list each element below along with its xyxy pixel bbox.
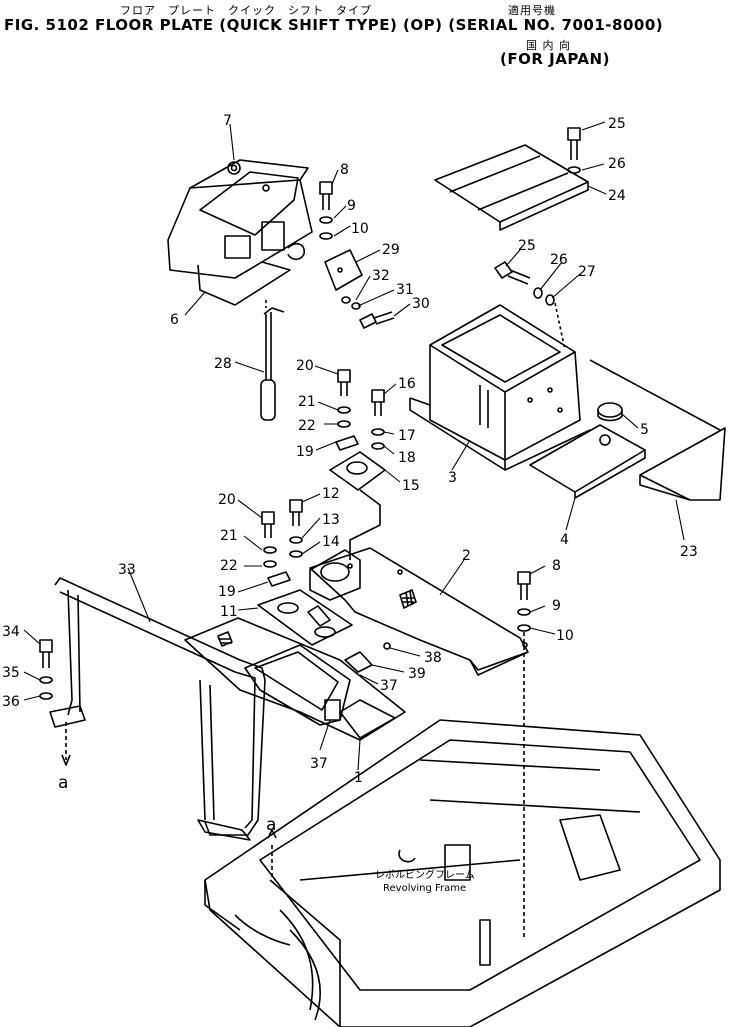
guard-rail (49, 577, 266, 841)
callout-11: 11 (220, 604, 238, 620)
revolving-frame (204, 719, 721, 1027)
callout-10-right: 10 (556, 628, 574, 644)
cover-plate-29 (324, 249, 363, 291)
callout-14: 14 (322, 534, 340, 550)
callout-9-right: 9 (552, 598, 561, 614)
callout-3: 3 (448, 470, 457, 486)
callout-12: 12 (322, 486, 340, 502)
callout-8-right: 8 (552, 558, 561, 574)
callout-21-bottom: 21 (220, 528, 238, 544)
callout-27: 27 (578, 264, 596, 280)
callout-5: 5 (640, 422, 649, 438)
callout-23: 23 (680, 544, 698, 560)
boot-housing (309, 549, 361, 601)
floor-plate-2 (309, 547, 529, 676)
callout-1: 1 (354, 770, 363, 786)
callout-26-top: 26 (608, 156, 626, 172)
callout-37-right: 37 (380, 678, 398, 694)
callout-34: 34 (2, 624, 20, 640)
bellows-15 (329, 451, 386, 491)
bracket-4 (529, 424, 646, 499)
callout-22-top: 22 (298, 418, 316, 434)
serial-japanese: 適用号機 (508, 4, 556, 17)
callout-33: 33 (118, 562, 136, 578)
floor-plate-1 (184, 617, 406, 741)
callout-labels: 7 8 9 10 29 32 31 30 6 28 25 26 24 25 26… (2, 113, 698, 835)
fasteners (39, 127, 581, 940)
frame-label-jp: レボルビングフレーム (375, 868, 475, 881)
callout-25-top: 25 (608, 116, 626, 132)
callout-17: 17 (398, 428, 416, 444)
frame-label-en: Revolving Frame (383, 883, 466, 894)
region-japanese: 国 内 向 (526, 39, 571, 52)
console-box (167, 159, 313, 306)
leader-lines (23, 121, 685, 771)
side-plate-23 (639, 427, 726, 501)
title-japanese: フロア プレート クイック シフト タイプ (120, 4, 372, 17)
callout-4: 4 (560, 532, 569, 548)
plate-11 (257, 589, 353, 646)
figure-title: FIG. 5102 FLOOR PLATE (QUICK SHIFT TYPE)… (4, 16, 664, 34)
callout-7: 7 (223, 113, 232, 129)
callout-16: 16 (398, 376, 416, 392)
callout-15: 15 (402, 478, 420, 494)
box-3 (409, 304, 721, 471)
callout-31: 31 (396, 282, 414, 298)
callout-19-bottom: 19 (218, 584, 236, 600)
callout-13: 13 (322, 512, 340, 528)
callout-20-top: 20 (296, 358, 314, 374)
callout-38: 38 (424, 650, 442, 666)
callout-35: 35 (2, 665, 20, 681)
callout-10: 10 (351, 221, 369, 237)
callout-20-bottom: 20 (218, 492, 236, 508)
lever-28 (260, 307, 285, 421)
plate-24 (434, 144, 589, 231)
callout-29: 29 (382, 242, 400, 258)
callout-18: 18 (398, 450, 416, 466)
callout-39: 39 (408, 666, 426, 682)
callout-36: 36 (2, 694, 20, 710)
callout-26-mid: 26 (550, 252, 568, 268)
region-label: (FOR JAPAN) (500, 50, 610, 68)
cap-5 (597, 402, 623, 422)
callout-25-mid: 25 (518, 238, 536, 254)
callout-19-top: 19 (296, 444, 314, 460)
callout-21-top: 21 (298, 394, 316, 410)
callout-9: 9 (347, 198, 356, 214)
callout-32: 32 (372, 268, 390, 284)
callout-a-frame: a (266, 815, 276, 835)
callout-28: 28 (214, 356, 232, 372)
callout-37-left: 37 (310, 756, 328, 772)
leader-15 (349, 489, 381, 560)
callout-a-left: a (58, 773, 68, 793)
callout-22-bottom: 22 (220, 558, 238, 574)
callout-2: 2 (462, 548, 471, 564)
callout-6: 6 (170, 312, 179, 328)
callout-30: 30 (412, 296, 430, 312)
callout-8: 8 (340, 162, 349, 178)
callout-24: 24 (608, 188, 626, 204)
